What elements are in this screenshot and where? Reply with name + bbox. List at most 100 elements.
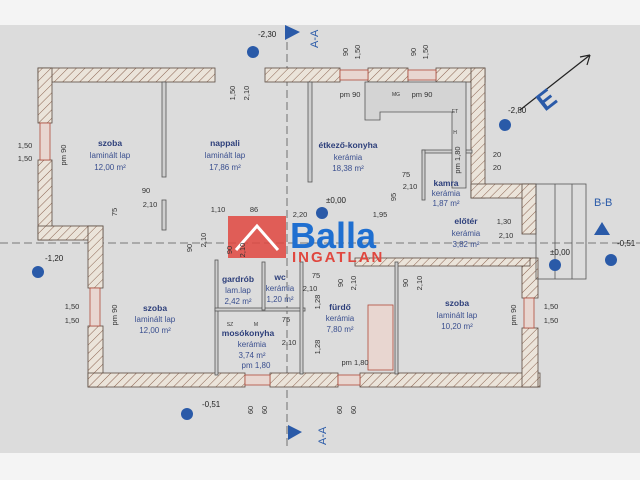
plan-label: kerámia [432, 189, 461, 198]
plan-label: SZ [227, 322, 233, 328]
plan-label: 1,50 [228, 86, 237, 101]
plan-label: 60 [246, 406, 255, 414]
plan-label: 1,87 m² [432, 199, 459, 208]
plan-label: étkező-konyha [318, 140, 377, 150]
plan-label: 75 [402, 170, 410, 179]
plan-label: 90 [336, 279, 345, 287]
plan-label: kerámia [326, 314, 355, 323]
elevation-marker: -2,30 [247, 30, 277, 58]
walls [37, 67, 541, 388]
plan-label: 1,50 [65, 316, 80, 325]
room-nappali: nappali laminált lap 17,86 m² [205, 138, 246, 172]
plan-label: H [453, 130, 457, 136]
section-markers: A-A A-A B-B [285, 25, 612, 445]
plan-label: pm 90 [110, 305, 119, 326]
room-furdo: fürdő kerámia 7,80 m² [326, 302, 355, 334]
plan-label: MG [392, 92, 400, 98]
plan-label: B-B [594, 197, 612, 209]
plan-label: wc [273, 272, 286, 282]
plan-label: 90 [341, 48, 350, 56]
plan-label: A-A [317, 426, 329, 445]
plan-label: 2,10 [349, 276, 358, 291]
plan-label: 17,86 m² [209, 163, 241, 172]
plan-label: -2,30 [258, 30, 277, 39]
plan-label: 90 [409, 48, 418, 56]
plan-label: 2,10 [238, 243, 247, 258]
plan-label: 75 [110, 208, 119, 216]
plan-label: pm 1,80 [453, 146, 462, 173]
elevation-marker: -1,20 [32, 254, 64, 278]
plan-label: Balla [290, 215, 377, 256]
plan-label: kerámia [238, 340, 267, 349]
interior-walls [161, 81, 473, 376]
elevation-marker: -0,51 [181, 400, 221, 420]
plan-label: 1,50 [18, 141, 33, 150]
plan-label: kamra [433, 178, 458, 188]
plan-label: szoba [143, 303, 167, 313]
plan-label: 2,10 [282, 338, 297, 347]
plan-label: 1,20 m² [266, 295, 293, 304]
plan-label: -1,20 [45, 254, 64, 263]
plan-label: 7,80 m² [326, 325, 353, 334]
plan-label: 1,50 [18, 154, 33, 163]
windows [39, 69, 535, 386]
plan-label: lam.lap [225, 286, 251, 295]
plan-label: 75 [282, 315, 290, 324]
plan-label: fürdő [329, 302, 351, 312]
plan-label: 1,30 [497, 217, 512, 226]
room-wc: wc kerámia 1,20 m² [266, 272, 295, 304]
plan-label: 95 [389, 193, 398, 201]
plan-label: 3,74 m² [238, 351, 265, 360]
plan-label: 75 [312, 271, 320, 280]
plan-label: 2,10 [199, 233, 208, 248]
plan-label: nappali [210, 138, 240, 148]
elevation-marker: -2,80 [499, 106, 527, 131]
kitchen-counter [364, 81, 467, 189]
plan-label: 2,10 [403, 182, 418, 191]
plan-label: laminált lap [135, 315, 176, 324]
plan-label: 1,95 [373, 210, 388, 219]
plan-label: ±0,00 [326, 196, 347, 205]
watermark-logo: Balla INGATLAN [228, 215, 382, 266]
plan-label: kerámia [334, 153, 363, 162]
plan-label: -2,80 [508, 106, 527, 115]
plan-label: -0,51 [202, 400, 221, 409]
plan-label: 10,20 m² [441, 322, 473, 331]
plan-label: 20 [493, 150, 501, 159]
plan-label: 2,10 [242, 86, 251, 101]
plan-label: 86 [250, 205, 258, 214]
elevation-marker: ±0,00 [316, 196, 347, 219]
plan-label: szoba [98, 138, 122, 148]
plan-label: 1,50 [544, 316, 559, 325]
plan-label: 1,28 [313, 295, 322, 310]
plan-label: laminált lap [437, 311, 478, 320]
plan-label: pm 90 [509, 305, 518, 326]
plan-label: kerámia [452, 229, 481, 238]
plan-label: 1,50 [421, 45, 430, 60]
plan-label: 20 [493, 163, 501, 172]
elevation-marker: -0,51 [605, 239, 636, 266]
plan-label: 1,28 [313, 340, 322, 355]
plan-label: 2,20 [293, 210, 308, 219]
plan-label: 90 [401, 279, 410, 287]
plan-label: 1,50 [353, 45, 362, 60]
plan-label: laminált lap [205, 151, 246, 160]
plan-label: 2,10 [143, 200, 158, 209]
plan-label: kerámia [266, 284, 295, 293]
plan-label: 1,50 [544, 302, 559, 311]
plan-label: előtér [454, 216, 478, 226]
plan-label: 90 [142, 186, 150, 195]
dimension-labels: 1,50 1,50 pm 90 90 2,10 75 1,50 2,10 1,1… [18, 45, 559, 414]
plan-label: laminált lap [90, 151, 131, 160]
plan-label: 2,10 [415, 276, 424, 291]
plan-label: 60 [335, 406, 344, 414]
plan-label: pm 90 [59, 145, 68, 166]
plan-label: 1,50 [65, 302, 80, 311]
